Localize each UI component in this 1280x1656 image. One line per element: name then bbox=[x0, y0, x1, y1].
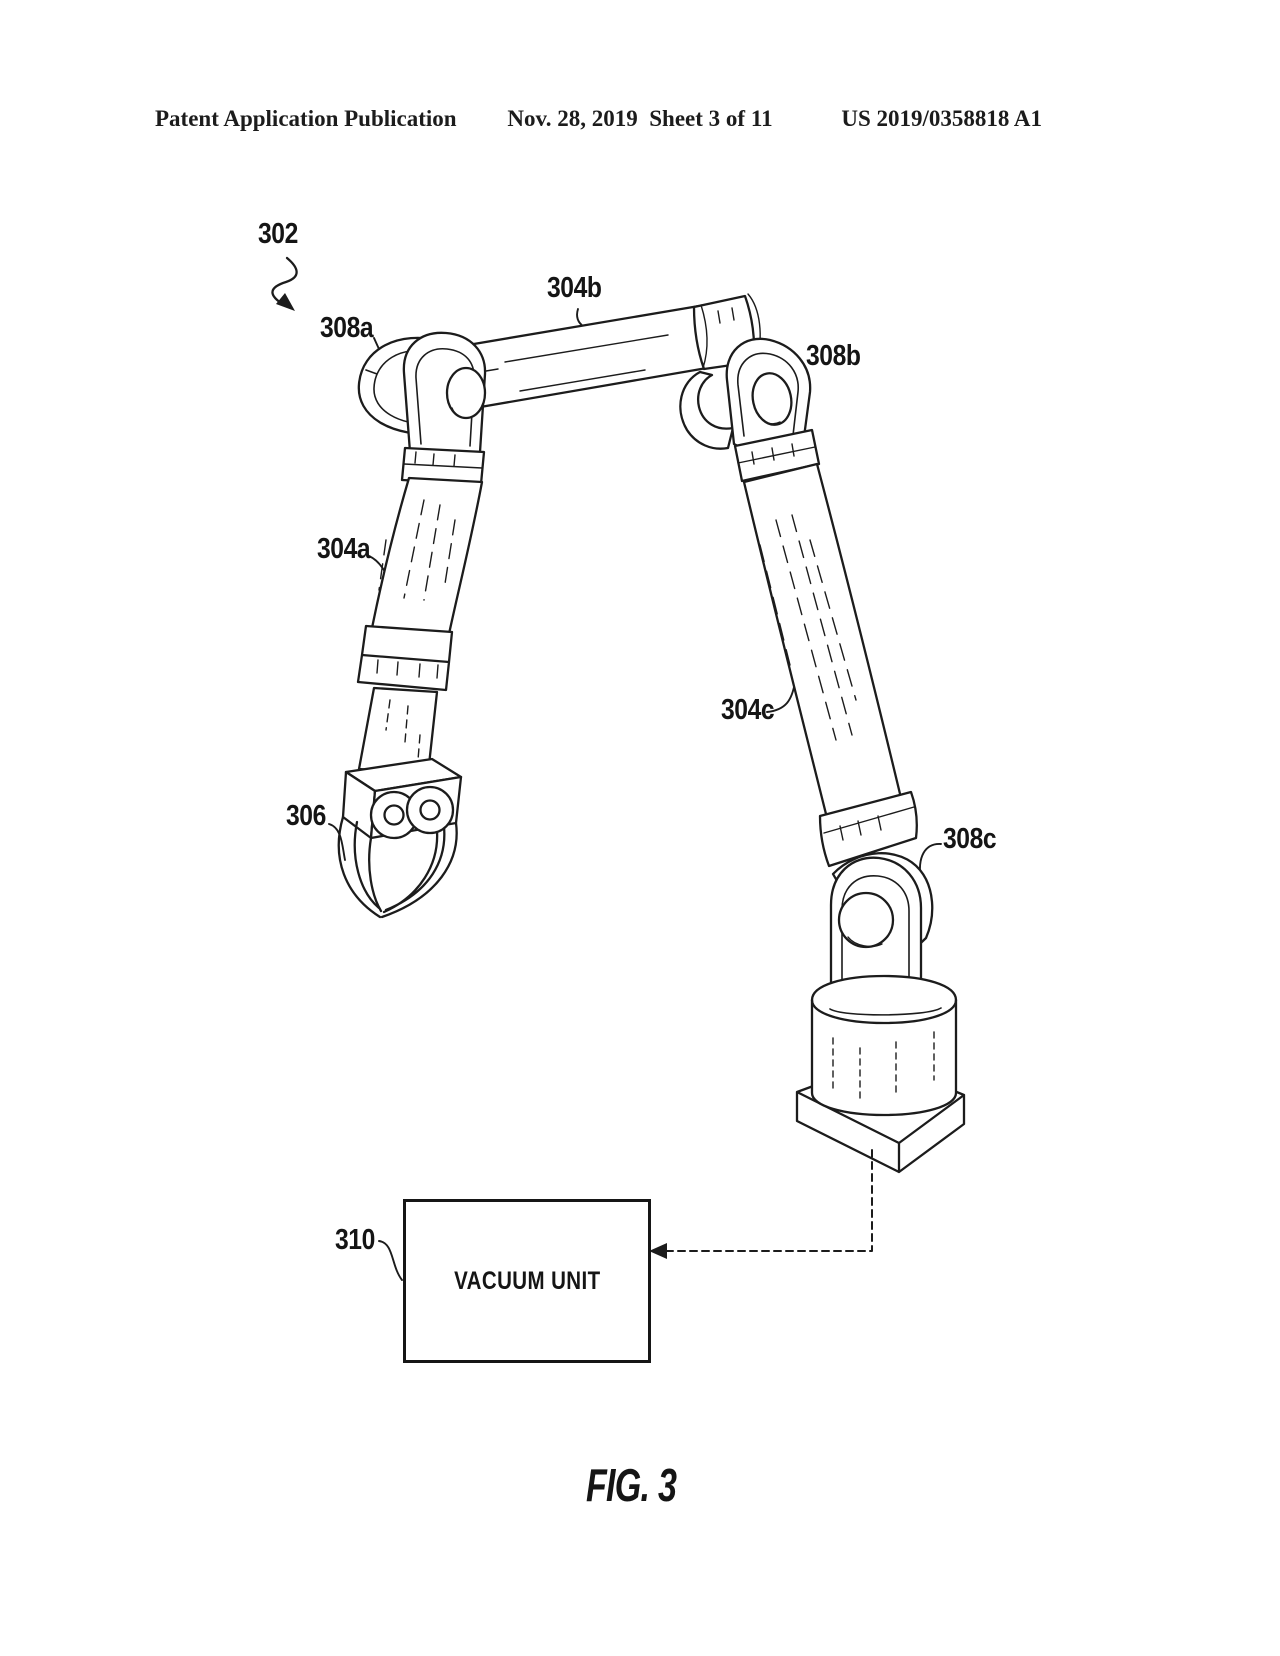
label-308b: 308b bbox=[806, 340, 861, 372]
figure-caption: FIG. 3 bbox=[586, 1459, 677, 1511]
arm-304a-collar bbox=[356, 624, 454, 692]
base-cylinder bbox=[810, 974, 958, 1117]
label-310: 310 bbox=[335, 1224, 375, 1256]
vacuum-unit-label: VACUUM UNIT bbox=[453, 1266, 601, 1295]
ref-302-arrow bbox=[271, 256, 298, 311]
vacuum-unit-box: VACUUM UNIT bbox=[403, 1199, 651, 1363]
label-304b: 304b bbox=[547, 272, 602, 304]
label-304c: 304c bbox=[721, 694, 775, 726]
arm-304c bbox=[742, 462, 918, 868]
joint-308c bbox=[829, 852, 934, 1001]
gripper-306 bbox=[337, 757, 463, 919]
joint-308a-clevis bbox=[400, 331, 487, 486]
vacuum-connector-dashed-line bbox=[649, 1149, 873, 1259]
header-patent-number: US 2019/0358818 A1 bbox=[841, 106, 1042, 131]
connector-arrowhead bbox=[649, 1243, 667, 1259]
label-308a: 308a bbox=[320, 312, 374, 344]
label-306: 306 bbox=[286, 800, 326, 832]
joint-308b-ear bbox=[679, 370, 735, 450]
joint-308c-hole bbox=[837, 891, 895, 949]
arm-304b bbox=[449, 293, 761, 412]
joint-308b-hole bbox=[751, 372, 793, 426]
page-header: Patent Application Publication Nov. 28, … bbox=[0, 106, 1280, 136]
label-308c: 308c bbox=[943, 823, 997, 855]
base-mount bbox=[795, 974, 966, 1174]
label-304a: 304a bbox=[317, 533, 371, 565]
leader-310 bbox=[378, 1240, 403, 1281]
arm-304a bbox=[356, 476, 484, 776]
header-date-sheet: Nov. 28, 2019 Sheet 3 of 11 bbox=[507, 106, 773, 131]
gripper-claw-blades bbox=[337, 815, 458, 919]
label-302: 302 bbox=[258, 218, 298, 250]
header-publication-type: Patent Application Publication bbox=[155, 106, 457, 131]
leader-306 bbox=[328, 823, 346, 861]
arm-304c-collar bbox=[818, 790, 918, 868]
